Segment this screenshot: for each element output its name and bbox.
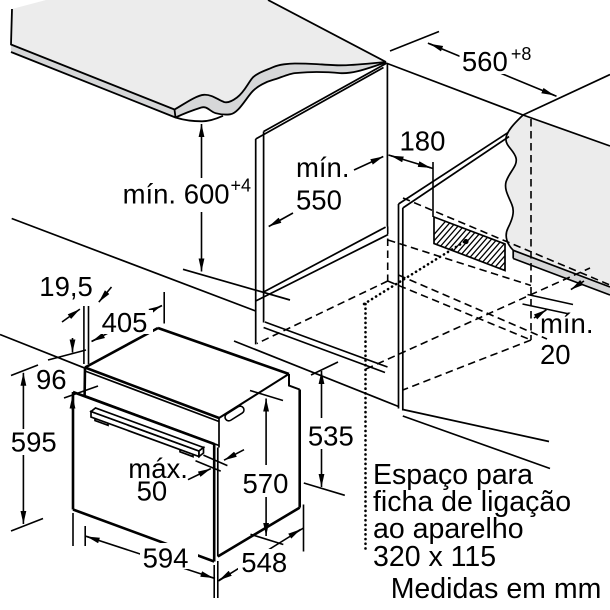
svg-text:550: 550 (296, 185, 342, 216)
svg-text:19,5: 19,5 (39, 271, 93, 302)
svg-text:535: 535 (308, 421, 354, 452)
svg-text:ficha de ligação: ficha de ligação (373, 486, 571, 518)
svg-text:20: 20 (540, 339, 571, 370)
svg-text:Espaço para: Espaço para (373, 459, 533, 491)
svg-text:+4: +4 (231, 175, 252, 195)
svg-text:548: 548 (241, 547, 287, 578)
svg-text:320 x 115: 320 x 115 (373, 541, 496, 573)
svg-text:mín. 600: mín. 600 (123, 179, 230, 210)
svg-text:560: 560 (462, 46, 508, 77)
svg-text:máx.: máx. (128, 453, 188, 484)
svg-text:50: 50 (137, 476, 168, 507)
svg-text:Medidas em mm: Medidas em mm (391, 573, 602, 605)
svg-text:+8: +8 (511, 44, 532, 64)
svg-text:570: 570 (243, 468, 289, 499)
svg-text:595: 595 (11, 426, 57, 457)
svg-text:mín.: mín. (296, 152, 349, 183)
svg-text:180: 180 (400, 126, 446, 157)
svg-text:ao aparelho: ao aparelho (373, 513, 524, 545)
svg-text:96: 96 (36, 364, 67, 395)
svg-text:594: 594 (143, 543, 189, 574)
svg-text:405: 405 (102, 307, 148, 338)
svg-text:mín.: mín. (540, 308, 593, 339)
